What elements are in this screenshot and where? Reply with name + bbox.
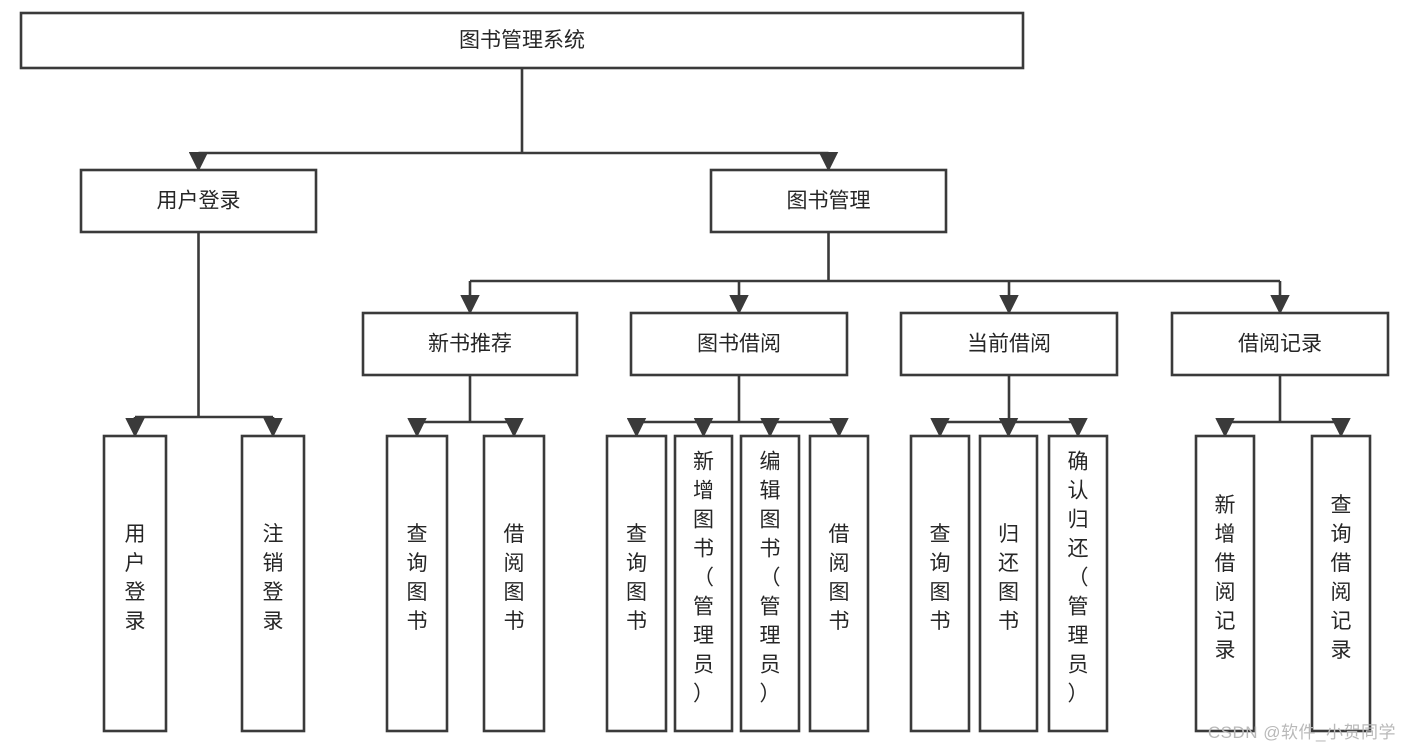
- node-label-borrow-add-book: 新增图书（管理员）: [693, 451, 714, 706]
- node-label-new-book-recommend: 新书推荐: [428, 333, 512, 356]
- node-borrow-add-book[interactable]: 新增图书（管理员）: [673, 434, 734, 733]
- node-book-borrow[interactable]: 图书借阅: [629, 311, 849, 377]
- node-current-confirm-return[interactable]: 确认归还（管理员）: [1047, 434, 1109, 733]
- node-label-borrow-record: 借阅记录: [1238, 333, 1322, 356]
- node-new-book-recommend[interactable]: 新书推荐: [361, 311, 579, 377]
- node-box-record-add: [1194, 434, 1256, 733]
- node-current-query-book[interactable]: 查询图书: [909, 434, 971, 733]
- node-box-borrow-edit-book: [739, 434, 801, 733]
- node-label-book-borrow: 图书借阅: [697, 333, 781, 356]
- node-box-borrow-record: [1170, 311, 1390, 377]
- node-recommend-query-book[interactable]: 查询图书: [385, 434, 449, 733]
- node-label-user-login-logout: 注销登录: [263, 523, 284, 633]
- node-borrow-borrow-book[interactable]: 借阅图书: [808, 434, 870, 733]
- watermark-csdn: CSDN @软件_小贺同学: [1207, 723, 1396, 742]
- node-label-root: 图书管理系统: [459, 29, 585, 52]
- node-box-user-login-logout: [240, 434, 306, 733]
- node-box-borrow-borrow-book: [808, 434, 870, 733]
- node-box-record-query: [1310, 434, 1372, 733]
- node-box-current-query-book: [909, 434, 971, 733]
- nodes-layer: 图书管理系统用户登录用户登录注销登录图书管理新书推荐查询图书借阅图书图书借阅查询…: [19, 11, 1390, 733]
- node-recommend-borrow-book[interactable]: 借阅图书: [482, 434, 546, 733]
- edges-layer: [125, 68, 1351, 438]
- node-label-book-management: 图书管理: [787, 190, 871, 213]
- node-label-borrow-query-book: 查询图书: [626, 523, 647, 633]
- node-box-user-login: [79, 168, 318, 234]
- node-user-login-logout[interactable]: 注销登录: [240, 434, 306, 733]
- node-current-borrow[interactable]: 当前借阅: [899, 311, 1119, 377]
- node-label-recommend-query-book: 查询图书: [407, 523, 428, 633]
- node-label-borrow-edit-book: 编辑图书（管理员）: [760, 451, 781, 706]
- node-root[interactable]: 图书管理系统: [19, 11, 1025, 70]
- node-box-current-borrow: [899, 311, 1119, 377]
- node-current-return-book[interactable]: 归还图书: [978, 434, 1039, 733]
- node-box-user-login-login: [102, 434, 168, 733]
- node-record-add[interactable]: 新增借阅记录: [1194, 434, 1256, 733]
- node-label-record-add: 新增借阅记录: [1215, 494, 1236, 662]
- node-box-borrow-add-book: [673, 434, 734, 733]
- node-box-recommend-borrow-book: [482, 434, 546, 733]
- node-label-current-borrow: 当前借阅: [967, 333, 1051, 356]
- node-borrow-query-book[interactable]: 查询图书: [605, 434, 668, 733]
- node-user-login-login[interactable]: 用户登录: [102, 434, 168, 733]
- node-record-query[interactable]: 查询借阅记录: [1310, 434, 1372, 733]
- node-borrow-record[interactable]: 借阅记录: [1170, 311, 1390, 377]
- node-borrow-edit-book[interactable]: 编辑图书（管理员）: [739, 434, 801, 733]
- node-box-recommend-query-book: [385, 434, 449, 733]
- node-box-current-return-book: [978, 434, 1039, 733]
- node-label-current-query-book: 查询图书: [930, 523, 951, 633]
- node-label-recommend-borrow-book: 借阅图书: [504, 523, 525, 633]
- node-label-record-query: 查询借阅记录: [1331, 494, 1352, 662]
- node-box-new-book-recommend: [361, 311, 579, 377]
- node-box-current-confirm-return: [1047, 434, 1109, 733]
- node-box-root: [19, 11, 1025, 70]
- node-box-borrow-query-book: [605, 434, 668, 733]
- node-label-current-return-book: 归还图书: [998, 523, 1019, 633]
- node-label-user-login-login: 用户登录: [125, 523, 146, 633]
- node-label-current-confirm-return: 确认归还（管理员）: [1068, 451, 1089, 706]
- node-user-login[interactable]: 用户登录: [79, 168, 318, 234]
- node-label-borrow-borrow-book: 借阅图书: [829, 523, 850, 633]
- node-box-book-management: [709, 168, 948, 234]
- node-box-book-borrow: [629, 311, 849, 377]
- node-label-user-login: 用户登录: [157, 190, 241, 213]
- node-book-management[interactable]: 图书管理: [709, 168, 948, 234]
